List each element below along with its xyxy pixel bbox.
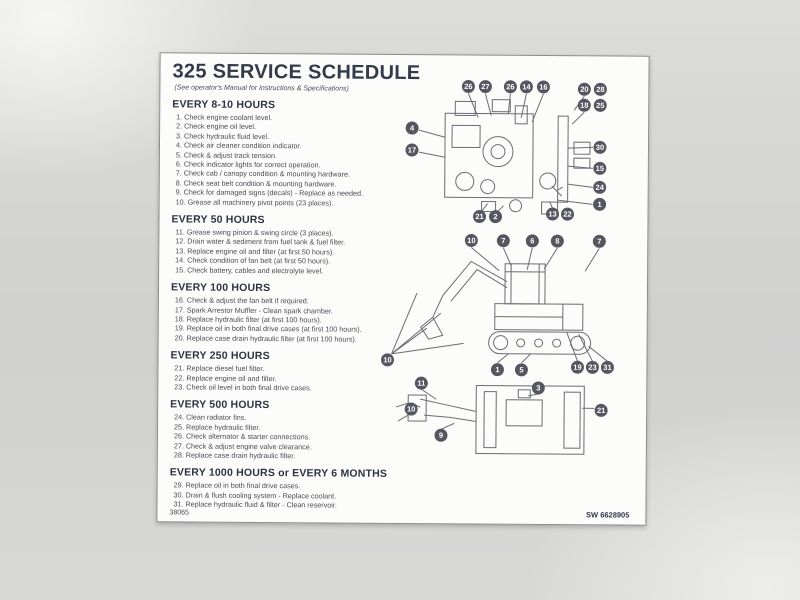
callout-9: 9 — [434, 428, 448, 442]
callout-14: 14 — [519, 80, 533, 94]
callout-26: 26 — [503, 80, 517, 94]
excavator-rear-diagram — [396, 385, 595, 455]
line-art — [391, 93, 608, 455]
callout-13: 13 — [545, 207, 560, 221]
callout-10: 10 — [464, 233, 478, 248]
decal-number-left: 38065 — [169, 509, 189, 517]
callout-17: 17 — [405, 143, 419, 157]
callout-1: 1 — [490, 363, 504, 377]
callout-26: 26 — [461, 79, 475, 93]
callout-10: 10 — [380, 353, 395, 367]
callout-19: 19 — [570, 360, 585, 374]
callout-22: 22 — [560, 207, 575, 221]
callout-10: 10 — [404, 402, 418, 416]
callout-3: 3 — [531, 381, 545, 395]
callout-21: 21 — [594, 403, 608, 417]
callout-8: 8 — [550, 234, 564, 248]
callout-25: 25 — [593, 98, 607, 112]
callout-6: 6 — [525, 234, 539, 248]
callout-28: 28 — [593, 82, 607, 96]
callout-4: 4 — [405, 121, 419, 135]
callout-23: 23 — [585, 360, 600, 374]
callout-31: 31 — [600, 360, 615, 374]
callout-7: 7 — [496, 234, 510, 248]
callout-24: 24 — [593, 180, 607, 194]
callout-5: 5 — [514, 363, 528, 377]
callout-21: 21 — [472, 209, 487, 224]
callout-1: 1 — [593, 197, 607, 211]
service-decal: 325 SERVICE SCHEDULE (See operator's Man… — [156, 52, 650, 526]
excavator-side-diagram — [391, 247, 608, 364]
engine-diagram — [418, 93, 594, 215]
callout-11: 11 — [414, 376, 428, 390]
decal-number-right: SW 6628905 — [586, 510, 630, 520]
callout-7: 7 — [592, 234, 606, 248]
callout-30: 30 — [593, 140, 607, 154]
callout-18: 18 — [577, 98, 591, 112]
callout-15: 15 — [593, 161, 607, 175]
callout-16: 16 — [536, 80, 550, 94]
callout-2: 2 — [488, 210, 503, 224]
callout-27: 27 — [478, 80, 492, 94]
callout-20: 20 — [577, 82, 591, 96]
